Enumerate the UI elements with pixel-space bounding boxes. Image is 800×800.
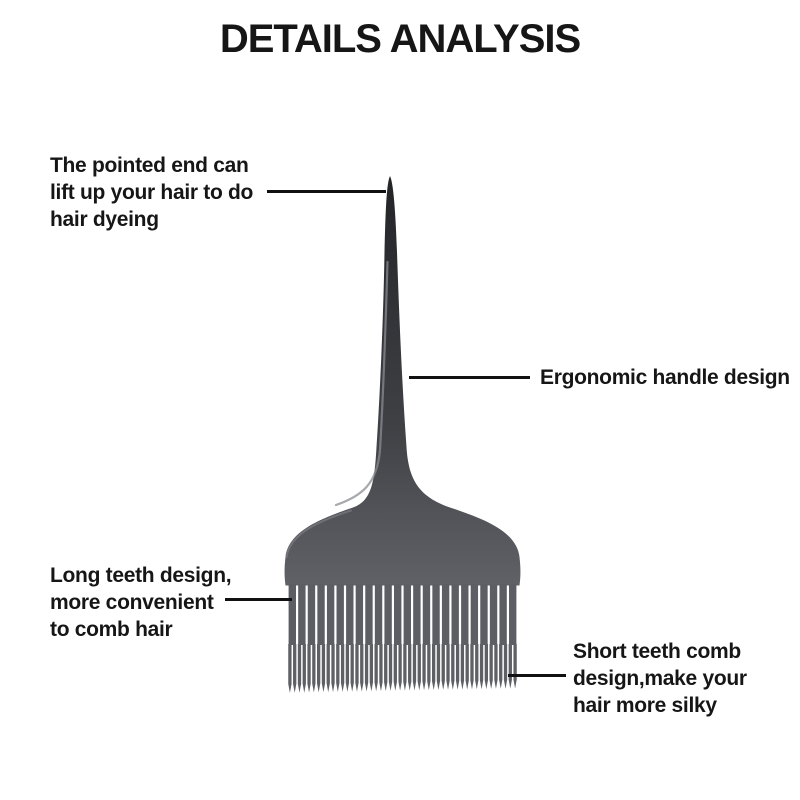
leader-line-handle [409,376,530,379]
annotation-pointed-end: The pointed end can lift up your hair to… [50,152,253,233]
annotation-long-teeth: Long teeth design, more convenient to co… [50,562,232,643]
annotation-handle: Ergonomic handle design [540,364,790,391]
annotation-text-line: The pointed end can [50,154,249,177]
leader-line-pointed-end [267,190,386,193]
annotation-text-line: Long teeth design, [50,564,232,587]
annotation-text-line: lift up your hair to do [50,181,254,204]
annotation-text-line: hair more silky [573,694,717,717]
annotation-short-teeth: Short teeth comb design,make your hair m… [573,638,747,719]
annotation-text-line: more convenient [50,591,214,614]
annotation-text-line: Ergonomic handle design [540,366,790,389]
annotation-text-line: hair dyeing [50,208,159,231]
page-title: DETAILS ANALYSIS [219,17,581,61]
annotation-text-line: design,make your [573,667,747,690]
annotation-text-line: to comb hair [50,618,173,641]
annotation-text-line: Short teeth comb [573,640,741,663]
leader-line-long-teeth [225,598,292,601]
leader-line-short-teeth [508,674,566,677]
